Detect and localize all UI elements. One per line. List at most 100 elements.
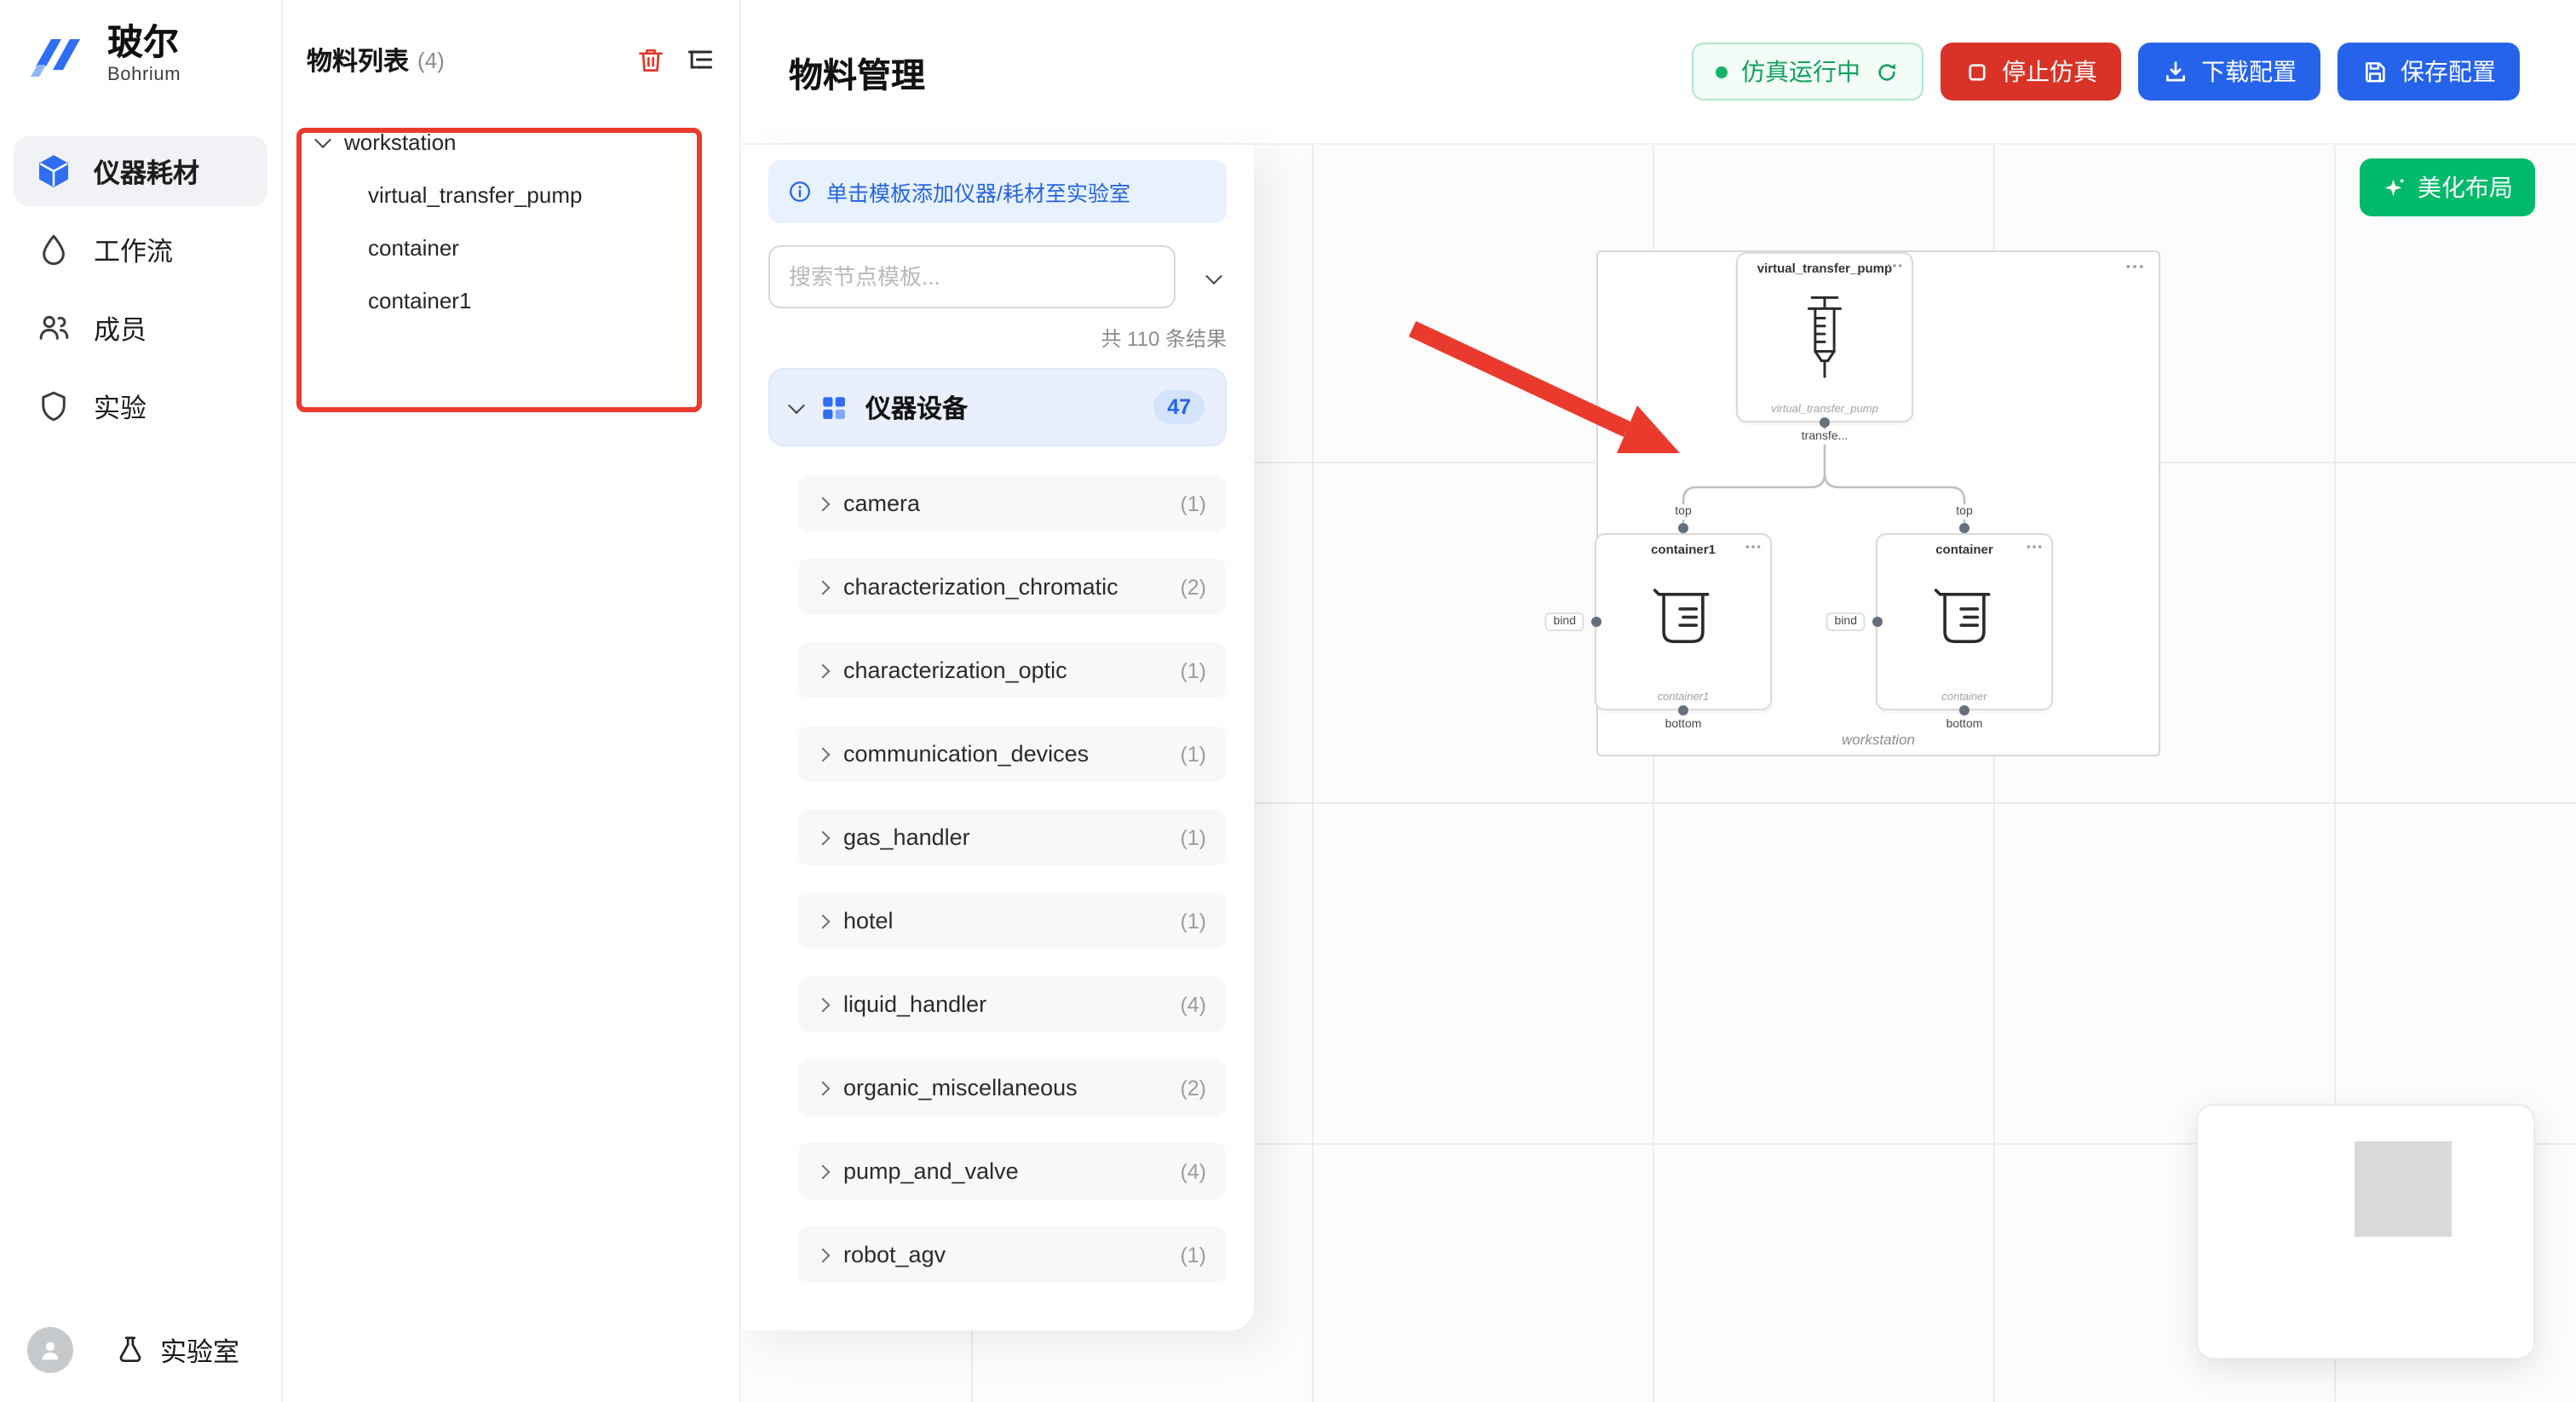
node-container1[interactable]: container1 container1 bbox=[1595, 533, 1772, 710]
template-search-input[interactable] bbox=[768, 245, 1176, 308]
template-item-label: pump_and_valve bbox=[843, 1158, 1019, 1184]
hint-banner: 单击模板添加仪器/耗材至实验室 bbox=[768, 160, 1227, 223]
user-avatar[interactable] bbox=[27, 1327, 73, 1373]
status-dot-icon bbox=[1716, 66, 1728, 78]
simulation-status-pill[interactable]: 仿真运行中 bbox=[1692, 43, 1923, 101]
template-item-label: camera bbox=[843, 491, 921, 516]
bind-label: bind bbox=[1544, 612, 1584, 631]
save-config-button[interactable]: 保存配置 bbox=[2337, 43, 2520, 101]
category-label: 仪器设备 bbox=[865, 394, 969, 423]
port-label-bottom: bottom bbox=[1661, 717, 1705, 733]
brand-title: 玻尔 bbox=[107, 24, 179, 64]
tree-node-label: virtual_transfer_pump bbox=[368, 182, 583, 208]
template-item-hotel[interactable]: hotel (1) bbox=[797, 893, 1227, 949]
download-icon bbox=[2166, 61, 2185, 82]
materials-tree: workstation virtual_transfer_pump contai… bbox=[283, 116, 739, 327]
template-item-label: liquid_handler bbox=[843, 991, 987, 1017]
category-instrument-devices[interactable]: 仪器设备 47 bbox=[768, 368, 1227, 446]
tree-node-workstation[interactable]: workstation bbox=[283, 116, 739, 169]
droplet-icon bbox=[43, 234, 65, 266]
person-icon bbox=[42, 1342, 59, 1360]
bind-label: bind bbox=[1826, 612, 1866, 631]
trash-icon bbox=[639, 49, 663, 72]
template-item-liquid-handler[interactable]: liquid_handler (4) bbox=[797, 976, 1227, 1032]
template-item-label: gas_handler bbox=[843, 825, 970, 850]
port-pump-bottom[interactable] bbox=[1820, 417, 1830, 428]
save-button-label: 保存配置 bbox=[2401, 58, 2496, 85]
sidebar-item-workflow[interactable]: 工作流 bbox=[14, 215, 267, 284]
port-container-top[interactable] bbox=[1959, 523, 1969, 533]
sidebar-item-label: 仪器耗材 bbox=[94, 159, 200, 188]
template-item-characterization-optic[interactable]: characterization_optic (1) bbox=[797, 642, 1227, 698]
template-item-organic-miscellaneous[interactable]: organic_miscellaneous (2) bbox=[797, 1060, 1227, 1116]
template-item-count: (1) bbox=[1180, 825, 1206, 849]
template-item-count: (2) bbox=[1180, 1076, 1206, 1100]
sidebar-item-laboratory[interactable]: 实验室 bbox=[114, 1331, 239, 1369]
sidebar-item-experiment[interactable]: 实验 bbox=[14, 371, 267, 441]
tree-node-child[interactable]: virtual_transfer_pump bbox=[283, 169, 739, 221]
beautify-layout-button[interactable]: 美化布局 bbox=[2360, 158, 2535, 216]
brand-text: 玻尔 Bohrium bbox=[107, 24, 181, 84]
more-icon[interactable] bbox=[2024, 543, 2044, 550]
delete-button[interactable] bbox=[635, 44, 666, 75]
tree-node-label: workstation bbox=[344, 129, 457, 155]
hint-banner-text: 单击模板添加仪器/耗材至实验室 bbox=[826, 182, 1130, 206]
sidebar-item-instrument-consumables[interactable]: 仪器耗材 bbox=[14, 136, 267, 206]
refresh-icon[interactable] bbox=[1874, 59, 1900, 84]
template-item-robot-agv[interactable]: robot_agv (1) bbox=[797, 1227, 1227, 1283]
minimap[interactable] bbox=[2196, 1104, 2535, 1359]
template-item-label: hotel bbox=[843, 908, 894, 934]
template-item-gas-handler[interactable]: gas_handler (1) bbox=[797, 809, 1227, 865]
syringe-icon bbox=[1807, 296, 1843, 378]
sidebar-bottom: 实验室 bbox=[27, 1327, 239, 1373]
package-box-icon bbox=[39, 155, 68, 187]
node-title: virtual_transfer_pump bbox=[1757, 261, 1893, 276]
sidebar-item-members[interactable]: 成员 bbox=[14, 293, 267, 363]
template-item-pump-and-valve[interactable]: pump_and_valve (4) bbox=[797, 1143, 1227, 1199]
tree-node-child[interactable]: container bbox=[283, 221, 739, 274]
node-virtual-transfer-pump[interactable]: virtual_transfer_pump virtual_transfer_p… bbox=[1736, 252, 1913, 422]
flask-icon bbox=[119, 1336, 141, 1363]
port-container-bottom[interactable] bbox=[1959, 705, 1969, 715]
template-item-label: communication_devices bbox=[843, 741, 1090, 767]
collapse-panel-button[interactable] bbox=[1201, 255, 1227, 299]
tree-view-toggle-button[interactable] bbox=[685, 44, 716, 75]
chevron-right-icon bbox=[815, 1247, 831, 1262]
more-icon[interactable] bbox=[1743, 543, 1763, 550]
port-label-top: top bbox=[1952, 504, 1976, 520]
minimap-viewport[interactable] bbox=[2355, 1141, 2452, 1237]
chevron-right-icon bbox=[815, 579, 831, 595]
shield-icon bbox=[42, 391, 66, 422]
template-item-count: (1) bbox=[1180, 1243, 1206, 1267]
chevron-down-icon[interactable] bbox=[314, 131, 331, 149]
more-icon[interactable] bbox=[2123, 262, 2147, 271]
workstation-group-label: workstation bbox=[1842, 731, 1915, 748]
node-caption: container1 bbox=[1657, 692, 1710, 704]
port-label-bottom: bottom bbox=[1942, 717, 1987, 733]
chevron-right-icon bbox=[815, 913, 831, 928]
status-label: 仿真运行中 bbox=[1741, 58, 1860, 85]
brand[interactable]: 玻尔 Bohrium bbox=[22, 20, 181, 89]
template-item-count: (2) bbox=[1180, 575, 1206, 599]
port-container-bind[interactable] bbox=[1872, 617, 1883, 627]
template-item-communication-devices[interactable]: communication_devices (1) bbox=[797, 726, 1227, 782]
port-container1-bind[interactable] bbox=[1591, 617, 1601, 627]
port-label-transfer: transfe... bbox=[1797, 429, 1852, 445]
more-icon[interactable] bbox=[1884, 262, 1905, 269]
template-item-count: (4) bbox=[1180, 992, 1206, 1016]
template-item-characterization-chromatic[interactable]: characterization_chromatic (2) bbox=[797, 559, 1227, 615]
sparkles-icon bbox=[2384, 178, 2404, 196]
tree-node-child[interactable]: container1 bbox=[283, 274, 739, 327]
node-container[interactable]: container container bbox=[1876, 533, 2053, 710]
template-item-count: (1) bbox=[1180, 742, 1206, 766]
port-container1-bottom[interactable] bbox=[1678, 705, 1688, 715]
stop-simulation-button[interactable]: 停止仿真 bbox=[1941, 43, 2121, 101]
template-item-count: (4) bbox=[1180, 1159, 1206, 1183]
download-config-button[interactable]: 下载配置 bbox=[2138, 43, 2320, 101]
template-item-camera[interactable]: camera (1) bbox=[797, 475, 1227, 531]
template-item-label: robot_agv bbox=[843, 1242, 946, 1267]
grid-category-icon bbox=[823, 396, 845, 418]
template-item-count: (1) bbox=[1180, 909, 1206, 933]
port-container1-top[interactable] bbox=[1678, 523, 1688, 533]
